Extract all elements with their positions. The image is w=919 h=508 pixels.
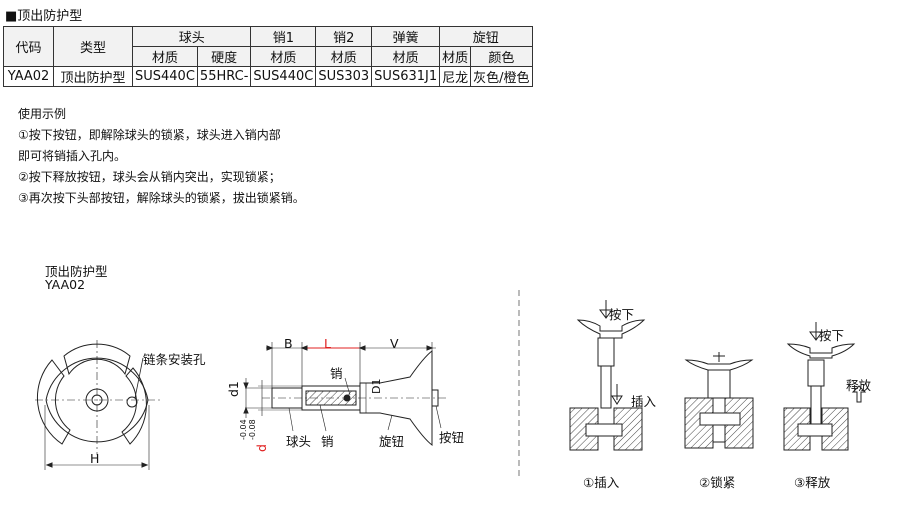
dim-h-label: H [90, 451, 100, 466]
knob-label: 旋钮 [379, 434, 405, 449]
sub-pin1-material: 材质 [250, 46, 317, 67]
chain-hole-label: 链条安装孔 [143, 352, 206, 367]
step3-release-label: 释放 [846, 378, 872, 393]
ball-label: 球头 [286, 434, 312, 449]
step3-press-label: 按下 [819, 328, 845, 343]
spec-table: 代码 类型 球头 销1 销2 弹簧 旋钮 材质 硬度 材质 材质 材质 材质 颜… [3, 26, 533, 87]
section-title: ■顶出防护型 [5, 5, 82, 24]
step1-press-label: 按下 [609, 307, 635, 322]
usage-line-2: 即可将销插入孔内。 [18, 149, 127, 163]
cell-ball-material: SUS440C [132, 66, 198, 87]
usage-line-1: ①按下按钮，即解除球头的锁紧，球头进入销内部 [18, 128, 281, 142]
dim-b-label: B [284, 336, 293, 351]
sub-spring-material: 材质 [371, 46, 441, 67]
dim-v-label: V [390, 336, 399, 351]
step1-insert-label: 插入 [631, 394, 657, 409]
col-ball: 球头 [131, 26, 252, 47]
step2-caption: ②锁紧 [699, 475, 736, 490]
pin-side-view [243, 342, 448, 447]
usage-notes: 使用示例 ①按下按钮，即解除球头的锁紧，球头进入销内部 即可将销插入孔内。 ②按… [18, 104, 305, 209]
pin2-label: 销 [321, 434, 334, 449]
usage-line-4: ③再次按下头部按钮，解除球头的锁紧，拔出锁紧销。 [18, 191, 305, 205]
sub-pin2-material: 材质 [315, 46, 373, 67]
usage-heading: 使用示例 [18, 107, 67, 121]
cell-knob-material: 尼龙 [439, 66, 472, 87]
step1-diagram [569, 300, 646, 451]
cell-knob-color: 灰色/橙色 [470, 66, 533, 87]
col-pin2: 销2 [315, 26, 373, 47]
step3-caption: ③释放 [794, 475, 831, 490]
step2-diagram [684, 352, 754, 449]
section-title-text: ■顶出防护型 [5, 9, 83, 24]
table-header-row-1: 代码 类型 球头 销1 销2 弹簧 旋钮 [3, 26, 533, 67]
drawing-type-name: 顶出防护型 [45, 264, 108, 279]
usage-line-3: ②按下释放按钮，球头会从销内突出，实现锁紧； [18, 170, 281, 184]
step1-caption: ①插入 [583, 475, 620, 490]
pin-label: 销 [330, 366, 343, 381]
col-knob: 旋钮 [439, 26, 533, 47]
cell-ball-hardness: 55HRC- [196, 66, 252, 87]
cell-spring-material: SUS631J1 [371, 66, 441, 87]
dim-l-label: L [324, 336, 331, 351]
button-label: 按钮 [439, 430, 465, 445]
knob-front-view [35, 340, 160, 470]
col-type: 类型 [53, 26, 133, 67]
col-pin1: 销1 [250, 26, 317, 47]
cell-type: 顶出防护型 [53, 66, 133, 87]
drawing-code: YAA02 [45, 277, 86, 292]
table-row: YAA02 顶出防护型 SUS440C 55HRC- SUS440C SUS30… [3, 66, 533, 87]
sub-ball-material: 材质 [132, 46, 198, 67]
cell-pin1-material: SUS440C [250, 66, 317, 87]
step3-diagram [783, 322, 867, 451]
sub-knob-material: 材质 [439, 46, 472, 67]
